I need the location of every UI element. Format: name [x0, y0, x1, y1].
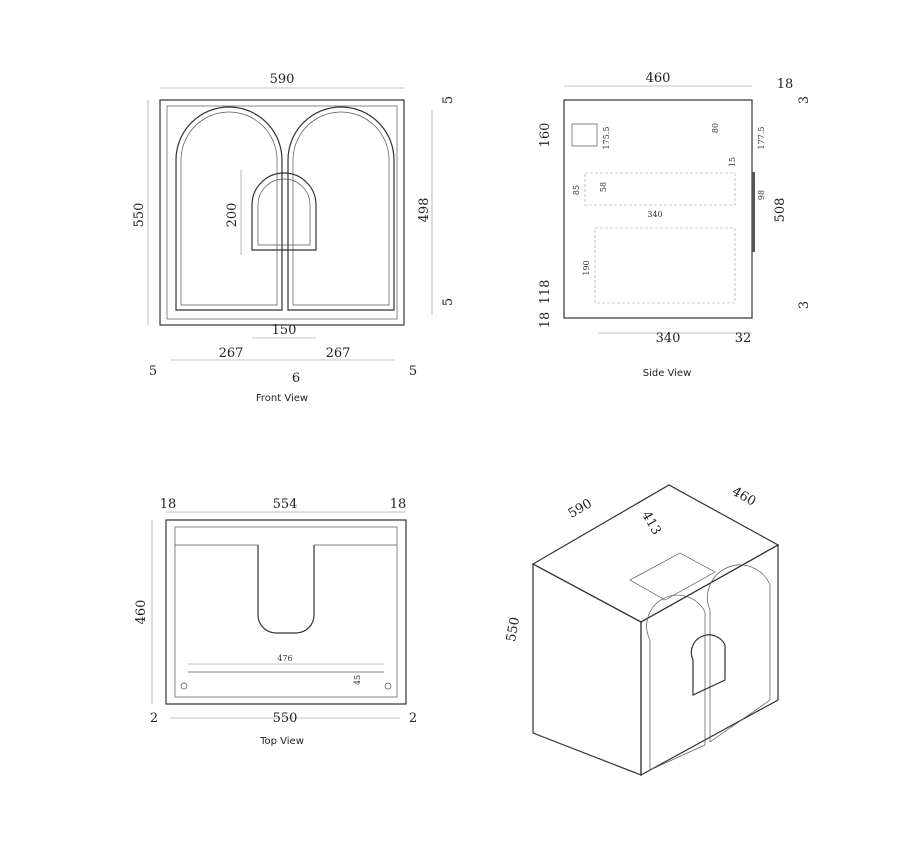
dim-rail: 476 — [277, 654, 292, 663]
top-view-caption: Top View — [259, 736, 304, 747]
dim-iso-height: 550 — [504, 616, 523, 643]
bracket — [571, 123, 598, 147]
front-view: 590 550 200 498 5 5 150 267 267 5 6 5 Fr… — [132, 72, 456, 404]
dim-outer: 550 — [273, 711, 298, 726]
dim-right-side: 18 — [390, 497, 407, 512]
dim-bottom-32: 32 — [735, 331, 752, 346]
dim-iso-depth: 460 — [729, 484, 758, 509]
dim-iso-internal: 413 — [638, 509, 663, 538]
dim-left-door: 267 — [219, 346, 244, 361]
dim-height: 550 — [132, 203, 147, 228]
dim-bottom-offset: 3 — [797, 301, 812, 309]
top-view: 18 554 18 460 476 45 2 550 2 Top View — [134, 497, 417, 747]
dim-118: 118 — [538, 280, 553, 305]
dim-rail-depth: 45 — [353, 675, 362, 685]
iso-front — [640, 543, 779, 777]
dim-center-gap: 6 — [292, 371, 300, 386]
dim-base-18: 18 — [538, 312, 553, 329]
dim-drawer-340: 340 — [647, 210, 662, 219]
top-outline — [165, 519, 407, 705]
dim-top-gap: 5 — [441, 96, 456, 104]
dim-15: 15 — [728, 157, 737, 167]
dim-bottom-340: 340 — [656, 331, 681, 346]
dim-bottom-gap: 5 — [441, 298, 456, 306]
dim-508: 508 — [773, 198, 788, 223]
dim-right-gap: 2 — [409, 711, 417, 726]
dim-width: 590 — [270, 72, 295, 87]
dim-right-edge: 5 — [409, 364, 417, 379]
dim-handle-height: 200 — [225, 203, 240, 228]
dim-85: 85 — [572, 185, 581, 195]
dim-58: 58 — [599, 182, 608, 192]
dim-98: 98 — [757, 190, 766, 200]
right-door-arch — [287, 106, 395, 311]
dim-door-height: 498 — [417, 198, 432, 223]
dim-left-gap: 2 — [150, 711, 158, 726]
side-view: 460 18 3 160 175.5 80 177.5 15 85 58 98 … — [538, 71, 812, 379]
dim-inner: 554 — [273, 497, 298, 512]
dim-iso-width: 590 — [566, 496, 595, 521]
dim-handle-width: 150 — [272, 323, 297, 338]
dim-top-depth: 460 — [134, 600, 149, 625]
dim-left-edge: 5 — [149, 364, 157, 379]
dim-177: 177.5 — [757, 127, 766, 150]
dim-to-drawer: 175.5 — [602, 127, 611, 150]
dim-top-offset: 3 — [797, 96, 812, 104]
dim-top-panel: 18 — [777, 77, 794, 92]
dim-80: 80 — [711, 123, 720, 133]
handle — [251, 172, 317, 251]
isometric-view: 590 460 550 413 — [504, 484, 780, 777]
dim-depth: 460 — [646, 71, 671, 86]
iso-side — [532, 562, 642, 776]
dim-right-door: 267 — [326, 346, 351, 361]
dim-bracket: 160 — [538, 123, 553, 148]
front-view-caption: Front View — [256, 393, 308, 404]
side-outline — [563, 99, 753, 319]
left-door-arch — [175, 106, 283, 311]
side-view-caption: Side View — [643, 368, 692, 379]
dim-left-side: 18 — [160, 497, 177, 512]
dim-190: 190 — [582, 260, 591, 275]
cabinet-outline — [159, 99, 405, 326]
